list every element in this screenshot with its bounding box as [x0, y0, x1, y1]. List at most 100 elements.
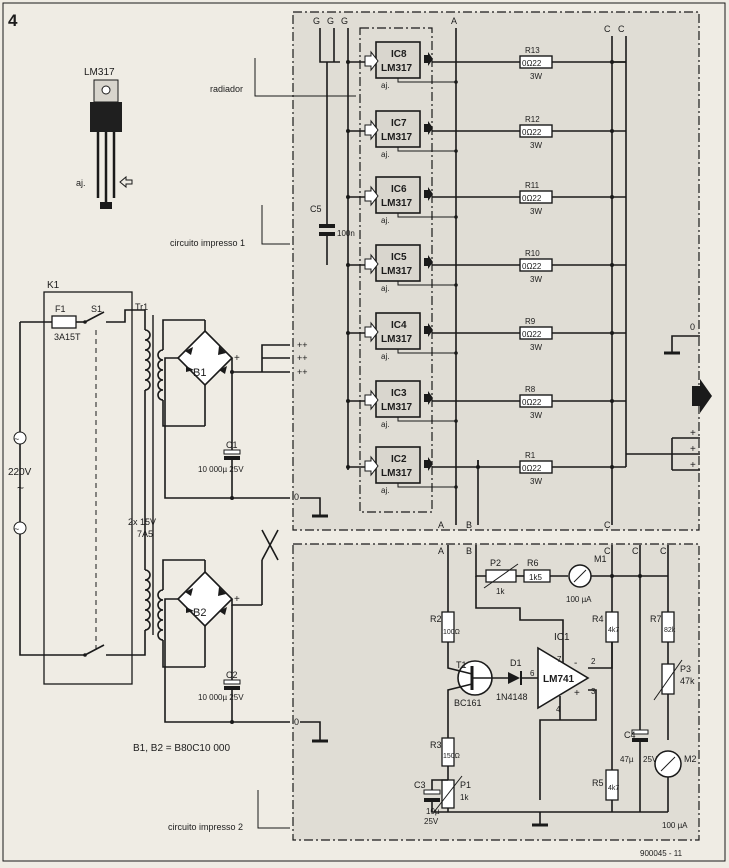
- svg-text:~: ~: [14, 524, 19, 534]
- m2-value: 100 µA: [662, 821, 688, 830]
- regulator-part: LM317: [381, 334, 413, 345]
- r3-resistor: [441, 737, 455, 767]
- svg-text:A: A: [438, 520, 444, 530]
- regulator-part: LM317: [381, 198, 413, 209]
- r5-label: R5: [592, 778, 604, 788]
- svg-text:6: 6: [530, 669, 535, 678]
- c2-label: C2: [226, 670, 238, 680]
- c2-capacitor: [223, 679, 241, 685]
- figure-number: 4: [8, 11, 18, 30]
- r2-value: 100Ω: [443, 629, 460, 636]
- svg-text:++: ++: [297, 367, 308, 377]
- p2-label: P2: [490, 558, 501, 568]
- k1-enclosure: [43, 291, 133, 685]
- svg-text:A: A: [438, 546, 444, 556]
- heatsink-outline: [359, 27, 433, 513]
- bridge-note: B1, B2 = B80C10 000: [133, 743, 230, 754]
- c1-value: 10 000µ 25V: [198, 465, 244, 474]
- regulator-ref: IC4: [391, 320, 407, 331]
- pcb1-outline: [292, 11, 700, 531]
- shunt-resistor-wattage: 3W: [530, 207, 542, 216]
- shunt-resistor-value: 0Ω22: [522, 262, 542, 271]
- t1-value: BC161: [454, 698, 482, 708]
- ic1-value: LM741: [543, 674, 575, 685]
- regulator-input-arrow-icon: [364, 455, 379, 477]
- regulator-output-arrow-icon: [424, 121, 433, 135]
- regulator-ic-body: [375, 110, 421, 148]
- svg-text:+: +: [690, 444, 696, 455]
- c4-label: C4: [624, 730, 636, 740]
- k1-label: K1: [47, 280, 60, 291]
- shunt-resistor-ref: R8: [525, 385, 536, 394]
- r5-value: 4k7: [608, 785, 619, 792]
- shunt-resistor-wattage: 3W: [530, 72, 542, 81]
- pinout-part-label: LM317: [84, 67, 115, 78]
- r7-label: R7: [650, 614, 662, 624]
- fuse-symbol: [51, 315, 77, 329]
- regulator-input-arrow-icon: [364, 321, 379, 343]
- regulator-part: LM317: [381, 266, 413, 277]
- bridge-b1: [176, 320, 234, 426]
- regulator-ref: IC5: [391, 252, 407, 263]
- pcb2-label: circuito impresso 2: [168, 822, 243, 832]
- radiator-leader: [254, 58, 356, 97]
- svg-text:0: 0: [294, 717, 299, 727]
- r6-value: 1k5: [529, 573, 542, 582]
- transformer-secondary-coils: [157, 349, 164, 641]
- transformer-label: Tr1: [135, 302, 148, 312]
- svg-text:C: C: [618, 24, 625, 34]
- regulator-ref: IC7: [391, 118, 407, 129]
- b1-label: B1: [193, 367, 206, 379]
- t1-label: T1: [456, 660, 467, 670]
- regulator-input-arrow-icon: [364, 119, 379, 141]
- p1-label: P1: [460, 780, 471, 790]
- regulator-ic-body: [375, 176, 421, 214]
- regulator-adj: aj.: [381, 81, 389, 90]
- p1-value: 1k: [460, 793, 469, 802]
- svg-text:G: G: [327, 16, 334, 26]
- r4-label: R4: [592, 614, 604, 624]
- shunt-resistor-wattage: 3W: [530, 141, 542, 150]
- pcb1-leader: [261, 205, 290, 245]
- c1-label: C1: [226, 440, 238, 450]
- transformer-spec-1: 2x 15V: [128, 517, 156, 527]
- svg-text:C: C: [604, 546, 611, 556]
- switch-s1-contact: [84, 311, 105, 323]
- regulator-input-arrow-icon: [364, 253, 379, 275]
- shunt-resistor-value: 0Ω22: [522, 464, 542, 473]
- regulator-input-arrow-icon: [364, 50, 379, 72]
- c4-voltage: 25V: [643, 755, 658, 764]
- c3-capacitor: [423, 789, 441, 795]
- regulator-output-arrow-icon: [424, 457, 433, 471]
- c3-label: C3: [414, 780, 426, 790]
- bridge-b2: [176, 560, 234, 667]
- r2-resistor: [441, 611, 455, 643]
- p3-potentiometer: [661, 663, 675, 695]
- d1-diode-icon: [508, 672, 520, 684]
- svg-text:C: C: [604, 520, 611, 530]
- regulator-adj: aj.: [381, 352, 389, 361]
- transformer-primary-coils: [144, 329, 151, 631]
- shunt-resistor-ref: R9: [525, 317, 536, 326]
- p3-value: 47k: [680, 676, 695, 686]
- r2-label: R2: [430, 614, 442, 624]
- c2-value: 10 000µ 25V: [198, 693, 244, 702]
- p2-value: 1k: [496, 587, 505, 596]
- svg-text:4: 4: [556, 705, 561, 714]
- svg-text:+: +: [690, 460, 696, 471]
- fuse-label: F1: [55, 304, 66, 314]
- regulator-adj: aj.: [381, 486, 389, 495]
- c5-value: 100n: [337, 229, 355, 238]
- shunt-resistor-value: 0Ω22: [522, 128, 542, 137]
- svg-text:~: ~: [14, 434, 19, 444]
- fuse-value: 3A15T: [54, 332, 81, 342]
- shunt-resistor-wattage: 3W: [530, 477, 542, 486]
- cross-wire-2: [261, 529, 279, 561]
- svg-text:2: 2: [591, 657, 596, 666]
- svg-text:G: G: [341, 16, 348, 26]
- c1-capacitor: [223, 449, 241, 455]
